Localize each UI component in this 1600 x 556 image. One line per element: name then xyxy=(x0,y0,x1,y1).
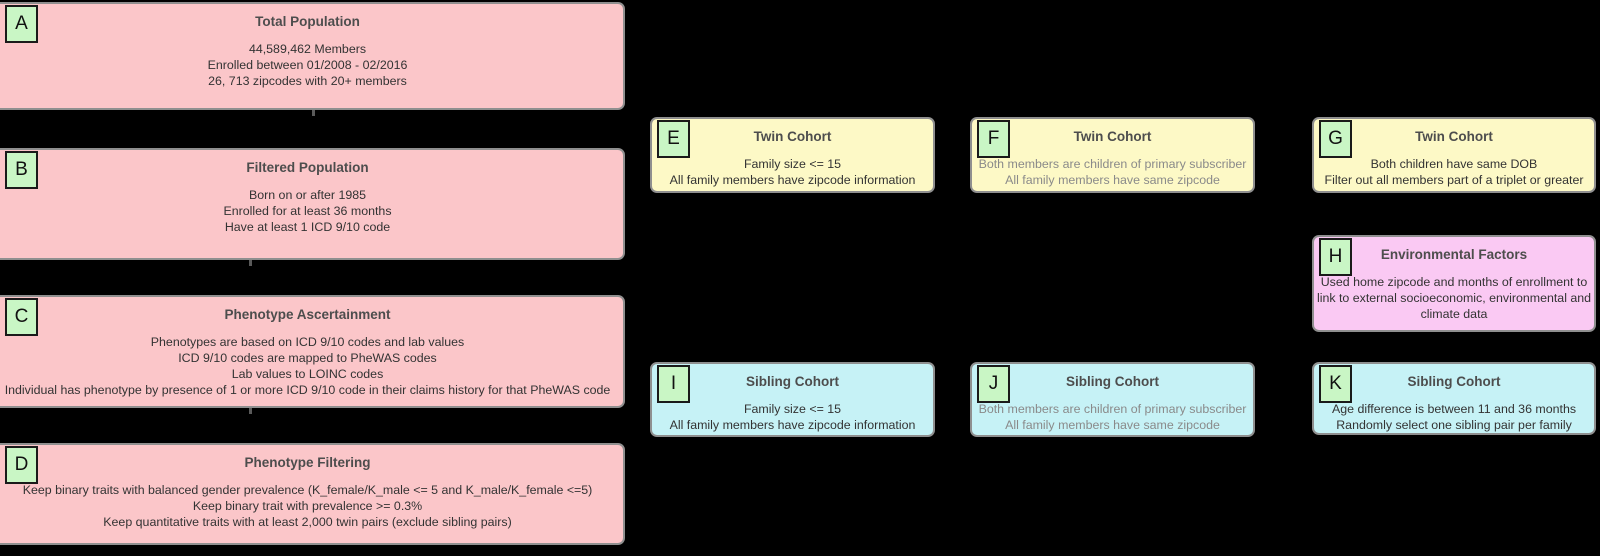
node-f-twin-cohort: F Twin Cohort Both members are children … xyxy=(970,117,1255,193)
node-body-line: All family members have same zipcode xyxy=(1005,173,1220,187)
node-title: Twin Cohort xyxy=(1415,129,1493,144)
node-body-line: Keep binary traits with balanced gender … xyxy=(22,483,593,497)
node-body-line: Filter out all members part of a triplet… xyxy=(1324,173,1584,187)
letter-badge-j: J xyxy=(977,365,1010,403)
letter-badge-a: A xyxy=(5,5,38,43)
connector-stub xyxy=(249,408,252,414)
node-body-line: Randomly select one sibling pair per fam… xyxy=(1336,418,1572,432)
node-body: 44,589,462 Members Enrolled between 01/2… xyxy=(0,41,623,89)
node-title: Phenotype Ascertainment xyxy=(224,307,391,322)
node-body-line: All family members have zipcode informat… xyxy=(669,418,916,432)
node-body-line: Phenotypes are based on ICD 9/10 codes a… xyxy=(150,335,465,349)
node-body: Used home zipcode and months of enrollme… xyxy=(1314,274,1594,322)
node-title: Sibling Cohort xyxy=(746,374,839,389)
node-title: Phenotype Filtering xyxy=(244,455,371,470)
node-body-line: Lab values to LOINC codes xyxy=(231,367,384,381)
node-b-filtered-population: B Filtered Population Born on or after 1… xyxy=(0,148,625,260)
node-title: Twin Cohort xyxy=(753,129,832,144)
node-body: Family size <= 15 All family members hav… xyxy=(652,156,933,188)
node-title: Twin Cohort xyxy=(1073,129,1152,144)
letter-badge-b: B xyxy=(5,151,38,189)
node-j-sibling-cohort: J Sibling Cohort Both members are childr… xyxy=(970,362,1255,437)
node-body-line: Age difference is between 11 and 36 mont… xyxy=(1331,402,1577,416)
letter-badge-e: E xyxy=(657,120,690,158)
letter-badge-d: D xyxy=(5,446,38,484)
node-body-line: Born on or after 1985 xyxy=(248,188,367,202)
node-title: Sibling Cohort xyxy=(1407,374,1501,389)
node-body-line: link to external socioeconomic, environm… xyxy=(1316,291,1592,305)
node-body-line: climate data xyxy=(1420,307,1488,321)
node-h-environmental-factors: H Environmental Factors Used home zipcod… xyxy=(1312,235,1596,332)
node-body: Family size <= 15 All family members hav… xyxy=(652,401,933,433)
node-title: Environmental Factors xyxy=(1380,247,1528,262)
node-c-phenotype-ascertainment: C Phenotype Ascertainment Phenotypes are… xyxy=(0,295,625,408)
node-body-line: ICD 9/10 codes are mapped to PheWAS code… xyxy=(178,351,437,365)
node-body-line: Family size <= 15 xyxy=(743,402,842,416)
node-body-line: Both children have same DOB xyxy=(1370,157,1538,171)
letter-badge-h: H xyxy=(1319,238,1352,276)
node-body-line: All family members have same zipcode xyxy=(1005,418,1220,432)
node-body: Phenotypes are based on ICD 9/10 codes a… xyxy=(0,334,623,398)
letter-badge-i: I xyxy=(657,365,690,403)
node-body-line: Used home zipcode and months of enrollme… xyxy=(1320,275,1588,289)
letter-badge-g: G xyxy=(1319,120,1352,158)
node-body-line: Family size <= 15 xyxy=(743,157,842,171)
connector-stub xyxy=(249,260,252,266)
node-title: Total Population xyxy=(255,14,360,29)
letter-badge-k: K xyxy=(1319,365,1352,403)
node-body-line: Enrolled for at least 36 months xyxy=(223,204,392,218)
node-body-line: Have at least 1 ICD 9/10 code xyxy=(224,220,391,234)
connector-stub xyxy=(312,110,315,116)
node-body-line: 26, 713 zipcodes with 20+ members xyxy=(208,74,407,88)
node-g-twin-cohort: G Twin Cohort Both children have same DO… xyxy=(1312,117,1596,193)
node-body-line: 44,589,462 Members xyxy=(248,42,367,56)
node-body: Both children have same DOB Filter out a… xyxy=(1314,156,1594,188)
letter-badge-c: C xyxy=(5,298,38,336)
node-body: Both members are children of primary sub… xyxy=(972,401,1253,433)
node-body-line: Keep quantitative traits with at least 2… xyxy=(103,515,512,529)
node-a-total-population: A Total Population 44,589,462 Members En… xyxy=(0,2,625,110)
node-body-line: Both members are children of primary sub… xyxy=(978,157,1247,171)
node-body: Keep binary traits with balanced gender … xyxy=(0,482,623,530)
node-title: Sibling Cohort xyxy=(1066,374,1159,389)
node-body: Born on or after 1985 Enrolled for at le… xyxy=(0,187,623,235)
node-body-line: Enrolled between 01/2008 - 02/2016 xyxy=(207,58,408,72)
node-k-sibling-cohort: K Sibling Cohort Age difference is betwe… xyxy=(1312,362,1596,435)
node-body-line: All family members have zipcode informat… xyxy=(669,173,916,187)
node-i-sibling-cohort: I Sibling Cohort Family size <= 15 All f… xyxy=(650,362,935,437)
node-body: Age difference is between 11 and 36 mont… xyxy=(1314,401,1594,433)
node-body-line: Keep binary trait with prevalence >= 0.3… xyxy=(192,499,423,513)
node-body-line: Individual has phenotype by presence of … xyxy=(4,383,611,397)
letter-badge-f: F xyxy=(977,120,1010,158)
node-body: Both members are children of primary sub… xyxy=(972,156,1253,188)
node-body-line: Both members are children of primary sub… xyxy=(978,402,1247,416)
node-title: Filtered Population xyxy=(246,160,369,175)
node-d-phenotype-filtering: D Phenotype Filtering Keep binary traits… xyxy=(0,443,625,545)
node-e-twin-cohort: E Twin Cohort Family size <= 15 All fami… xyxy=(650,117,935,193)
